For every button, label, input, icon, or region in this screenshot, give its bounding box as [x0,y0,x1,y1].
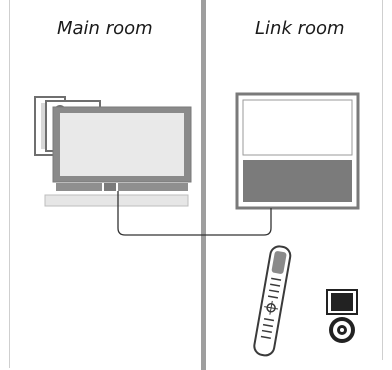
main-room-tv-setup-icon [35,97,191,206]
beo6-remote-icon [327,290,357,343]
link-room-tv-icon [237,94,358,208]
link-room-label: Link room [255,18,345,39]
room-divider [201,0,206,370]
beo4-remote-icon [253,245,292,357]
main-room-label: Main room [57,18,153,39]
